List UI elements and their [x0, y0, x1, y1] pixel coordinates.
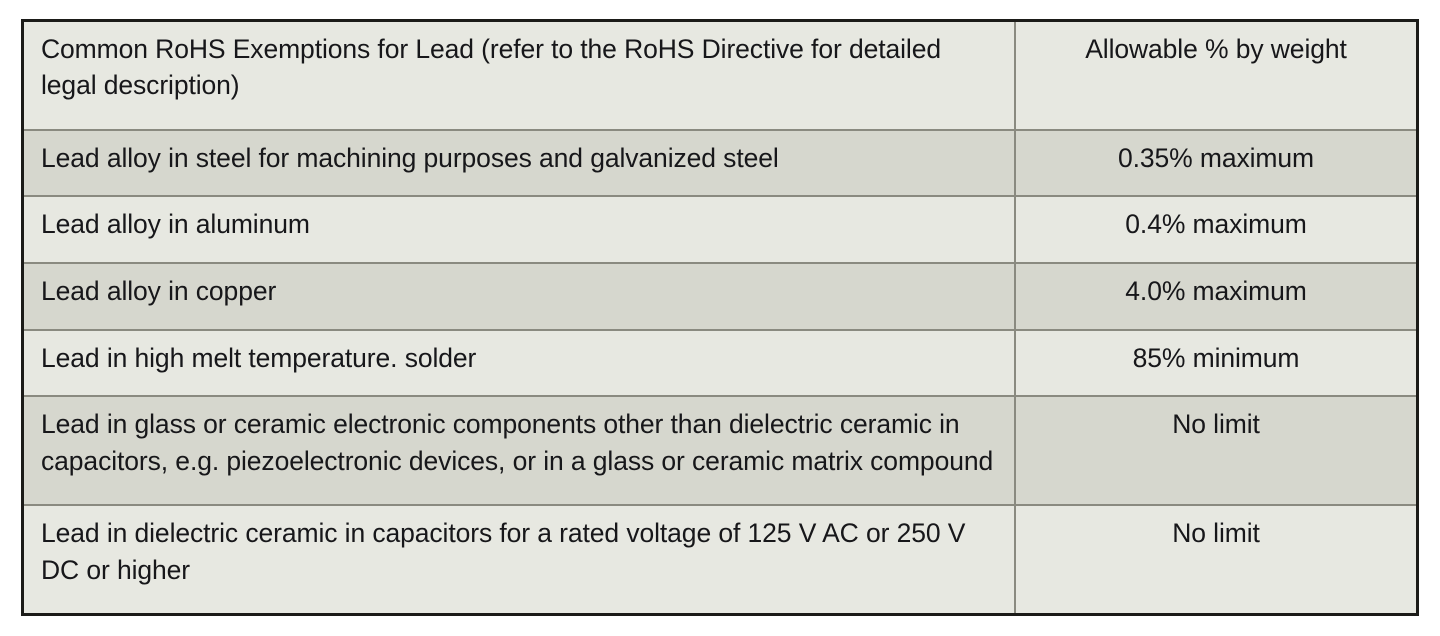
cell-allowable-text: 0.4% maximum	[1125, 209, 1307, 240]
cell-allowable: No limit	[1015, 505, 1416, 613]
cell-description-text: Lead alloy in copper	[41, 276, 277, 307]
cell-description: Lead alloy in copper	[24, 263, 1016, 331]
cell-allowable: 4.0% maximum	[1015, 263, 1416, 331]
column-header-description: Common RoHS Exemptions for Lead (refer t…	[24, 22, 1016, 131]
column-header-allowable: Allowable % by weight	[1015, 22, 1416, 131]
cell-allowable-text: 0.35% maximum	[1117, 142, 1315, 173]
cell-description: Lead in glass or ceramic electronic comp…	[24, 396, 1016, 507]
cell-allowable-text: 85% minimum	[1132, 342, 1300, 373]
column-header-allowable-text: Allowable % by weight	[1085, 34, 1347, 64]
cell-allowable: 0.35% maximum	[1015, 129, 1416, 198]
cell-description-text: Lead in dielectric ceramic in capacitors…	[41, 518, 966, 585]
table-row: Lead alloy in steel for machining purpos…	[24, 129, 1416, 198]
table-row: Lead alloy in aluminum 0.4% maximum	[24, 196, 1416, 265]
cell-allowable: No limit	[1015, 396, 1416, 507]
table-row: Lead in dielectric ceramic in capacitors…	[24, 505, 1416, 613]
table-row: Lead alloy in copper 4.0% maximum	[24, 263, 1416, 331]
cell-description: Lead alloy in steel for machining purpos…	[24, 129, 1016, 198]
table-row: Lead in glass or ceramic electronic comp…	[24, 396, 1416, 507]
cell-description-text: Lead alloy in aluminum	[41, 209, 310, 240]
cell-description: Lead in dielectric ceramic in capacitors…	[24, 505, 1016, 613]
rohs-exemptions-table-container: Common RoHS Exemptions for Lead (refer t…	[21, 19, 1419, 616]
cell-allowable: 0.4% maximum	[1015, 196, 1416, 265]
rohs-exemptions-table: Common RoHS Exemptions for Lead (refer t…	[24, 22, 1416, 613]
table-header-row: Common RoHS Exemptions for Lead (refer t…	[24, 22, 1416, 131]
cell-description-text: Lead in high melt temperature. solder	[41, 342, 477, 373]
cell-allowable-text: No limit	[1172, 409, 1260, 440]
cell-description-text: Lead in glass or ceramic electronic comp…	[41, 409, 994, 476]
cell-description: Lead in high melt temperature. solder	[24, 329, 1016, 398]
cell-allowable-text: 4.0% maximum	[1125, 276, 1307, 307]
cell-description-text: Lead alloy in steel for machining purpos…	[41, 142, 779, 173]
cell-allowable-text: No limit	[1172, 518, 1260, 549]
table-row: Lead in high melt temperature. solder 85…	[24, 329, 1416, 398]
cell-description: Lead alloy in aluminum	[24, 196, 1016, 265]
column-header-description-text: Common RoHS Exemptions for Lead (refer t…	[41, 34, 941, 101]
cell-allowable: 85% minimum	[1015, 329, 1416, 398]
